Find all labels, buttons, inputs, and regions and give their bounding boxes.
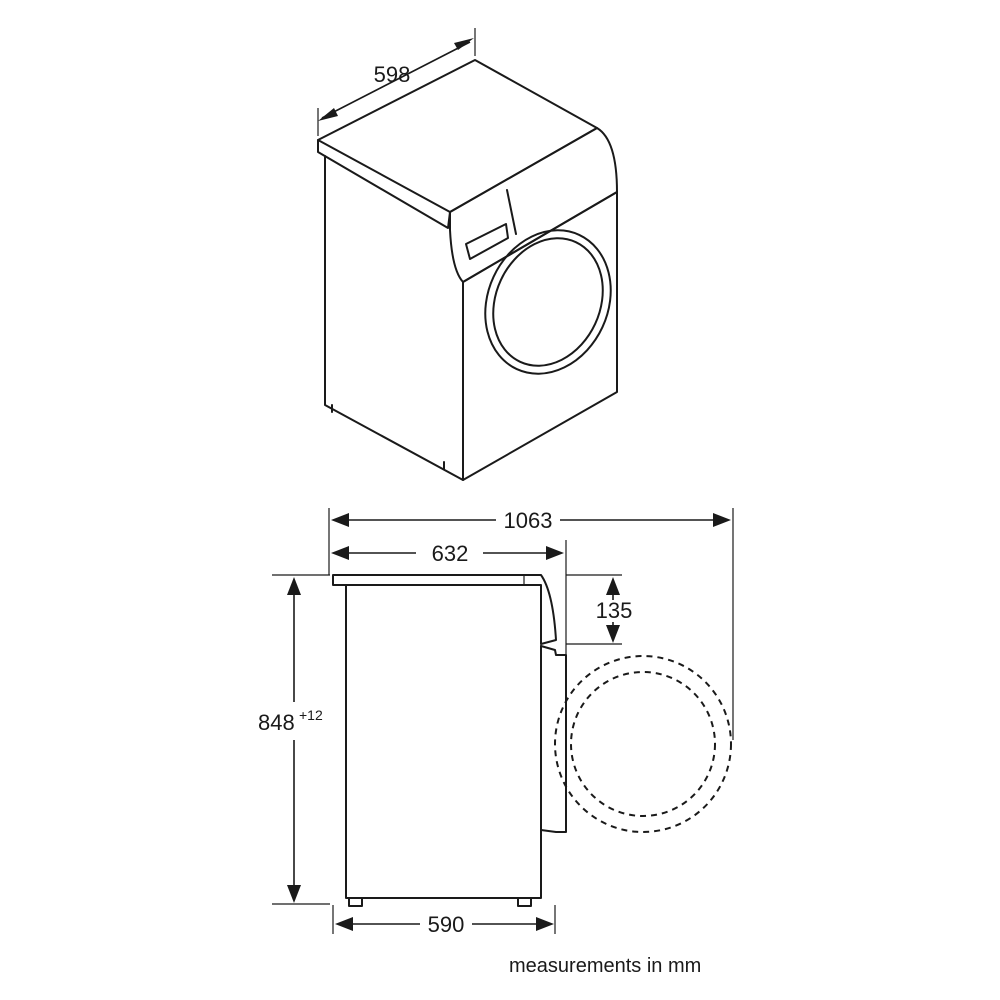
dim-848-label: 848 (258, 710, 295, 735)
dim-590-label: 590 (428, 912, 465, 937)
side-foot-front (348, 897, 363, 907)
dim-632-label: 632 (432, 541, 469, 566)
dim-598-label: 598 (374, 62, 411, 87)
dim-1063-label: 1063 (504, 508, 553, 533)
units-caption: measurements in mm (509, 955, 702, 977)
isometric-view: 598 (317, 28, 618, 481)
dim-1063-arrow-left (331, 513, 349, 527)
side-door-edge (540, 645, 567, 833)
iso-top-edge (317, 139, 451, 229)
dim-848-tolerance: +12 (299, 707, 323, 723)
iso-display (465, 223, 509, 260)
dim-1063-arrow-right (713, 513, 731, 527)
dim-598-line (321, 41, 471, 119)
side-top-lid (332, 574, 557, 645)
dim-632-arrow-left (331, 546, 349, 560)
dim-135-arrow-top (606, 577, 620, 595)
side-body (345, 584, 542, 899)
iso-door-inner (492, 237, 604, 367)
door-swing-inner (570, 671, 716, 817)
dim-590-arrow-right (536, 917, 554, 931)
iso-control-panel (449, 127, 618, 283)
iso-top-panel (317, 59, 598, 213)
dim-848-arrow-bottom (287, 885, 301, 903)
iso-panel-divider (506, 189, 517, 235)
side-view: 1063 632 135 848 +12 590 (258, 508, 734, 937)
iso-door-outer (484, 229, 612, 375)
dim-848-arrow-top (287, 577, 301, 595)
dim-590-arrow-left (335, 917, 353, 931)
dim-598-arrow-left (318, 108, 338, 121)
iso-front-panel (462, 191, 618, 481)
dim-598-arrow-right (454, 38, 474, 50)
iso-side-panel (324, 155, 464, 481)
dim-135-label: 135 (596, 598, 633, 623)
door-swing-outer (554, 655, 732, 833)
dim-135-arrow-bottom (606, 625, 620, 643)
side-foot-rear (517, 897, 532, 907)
dim-632-arrow-right (546, 546, 564, 560)
